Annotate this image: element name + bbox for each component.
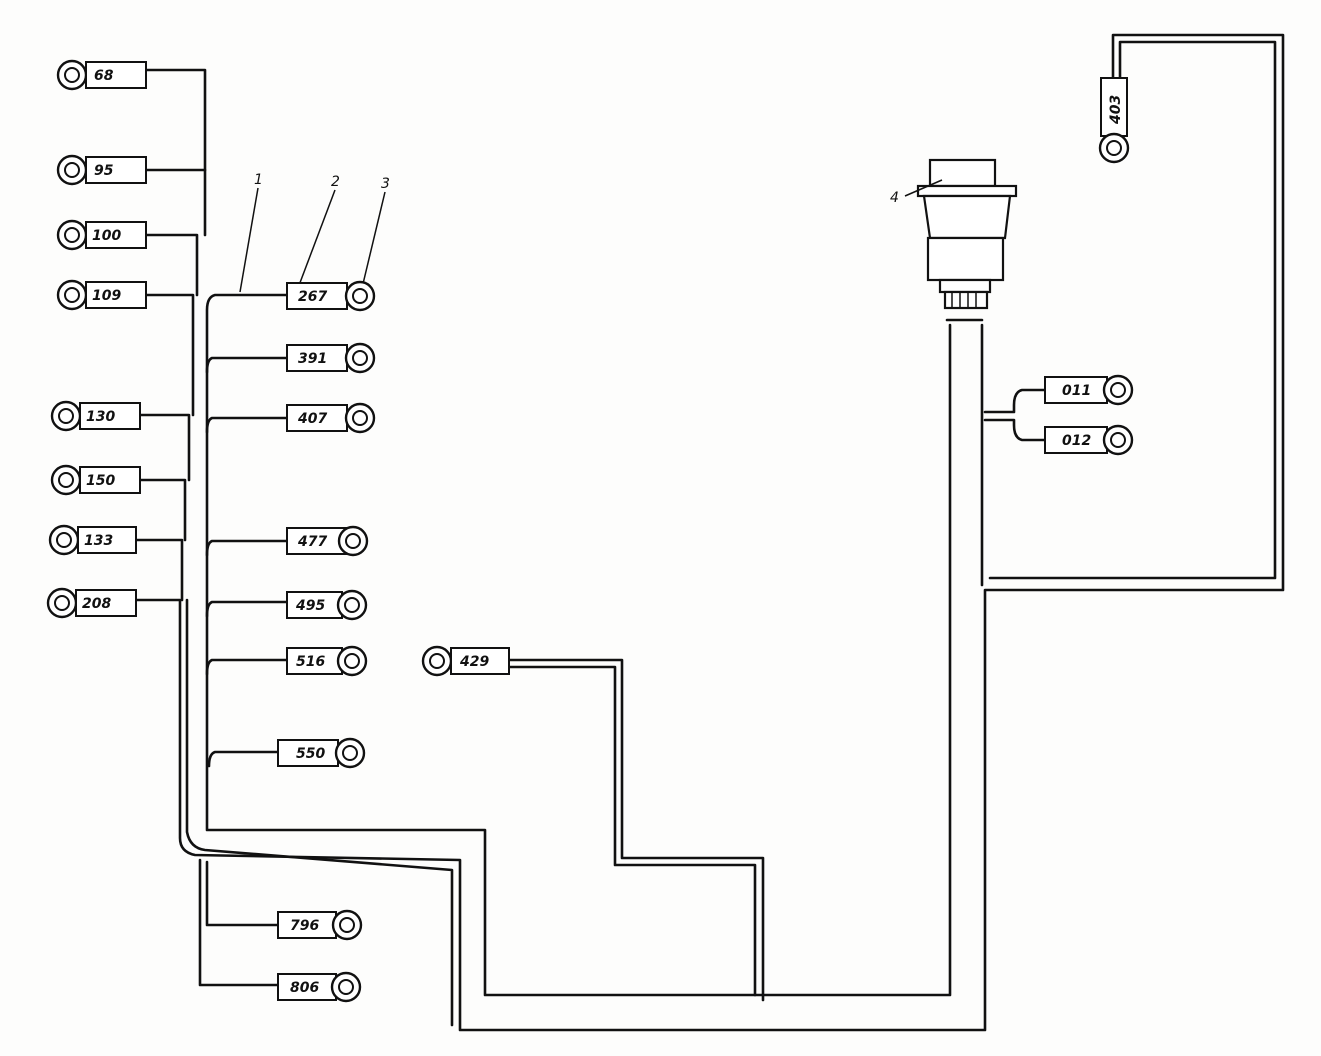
terminal-012: 012 bbox=[1044, 424, 1134, 456]
terminal-150: 150 bbox=[50, 464, 141, 496]
wire-130 bbox=[136, 413, 191, 482]
tag-label-516: 516 bbox=[296, 654, 325, 670]
tag-label-109: 109 bbox=[92, 288, 121, 304]
wire-407 bbox=[205, 416, 292, 434]
terminals: 68 95 100 109 130 150 bbox=[46, 59, 1134, 1003]
terminal-68: 68 bbox=[56, 59, 147, 91]
wire-95 bbox=[143, 168, 207, 237]
terminal-550: 550 bbox=[277, 737, 366, 769]
wire-133 bbox=[133, 538, 184, 602]
terminal-130: 130 bbox=[50, 400, 141, 432]
terminal-429: 429 bbox=[421, 645, 510, 677]
terminal-495: 495 bbox=[286, 589, 368, 621]
wire-806 bbox=[198, 858, 282, 987]
terminal-407: 407 bbox=[286, 402, 376, 434]
tag-label-429: 429 bbox=[459, 654, 489, 670]
tag-label-391: 391 bbox=[298, 351, 327, 367]
wire-429 bbox=[503, 658, 765, 1002]
terminal-100: 100 bbox=[56, 219, 147, 251]
tag-label-403: 403 bbox=[1108, 95, 1124, 125]
tag-label-100: 100 bbox=[92, 228, 121, 244]
wire-011 bbox=[983, 388, 1047, 414]
tag-label-133: 133 bbox=[84, 533, 113, 549]
tag-label-806: 806 bbox=[290, 980, 319, 996]
terminal-011: 011 bbox=[1044, 374, 1134, 406]
terminal-796: 796 bbox=[277, 909, 363, 941]
tag-label-68: 68 bbox=[94, 68, 114, 84]
terminal-109: 109 bbox=[56, 279, 147, 311]
callout-1: 1 bbox=[254, 172, 263, 188]
tag-label-130: 130 bbox=[86, 409, 115, 425]
terminal-403: 403 bbox=[1098, 77, 1130, 164]
wire-208 bbox=[133, 33, 1285, 1032]
tag-label-477: 477 bbox=[297, 534, 327, 550]
tag-label-796: 796 bbox=[290, 918, 319, 934]
wire-trunk-a-inner bbox=[185, 598, 454, 1027]
wire-429-inner bbox=[503, 665, 757, 997]
callout-4: 4 bbox=[890, 190, 899, 206]
terminal-806: 806 bbox=[277, 971, 362, 1003]
wire-391 bbox=[205, 356, 292, 374]
wire-267 bbox=[205, 293, 952, 997]
callout-3: 3 bbox=[381, 176, 390, 192]
wire-100 bbox=[143, 233, 199, 297]
tag-label-495: 495 bbox=[295, 598, 325, 614]
wire-477 bbox=[205, 539, 292, 557]
wire-495 bbox=[205, 600, 292, 618]
tag-label-150: 150 bbox=[86, 473, 115, 489]
tag-label-407: 407 bbox=[297, 411, 327, 427]
wire-550 bbox=[207, 750, 282, 768]
terminal-95: 95 bbox=[56, 154, 147, 186]
wire-516 bbox=[205, 658, 292, 676]
terminal-391: 391 bbox=[286, 342, 376, 374]
tag-label-012: 012 bbox=[1062, 433, 1091, 449]
tag-label-208: 208 bbox=[82, 596, 111, 612]
wire-403 bbox=[988, 40, 1277, 580]
terminal-208: 208 bbox=[46, 587, 137, 619]
harness-wires bbox=[133, 33, 1285, 1032]
terminal-267: 267 bbox=[286, 280, 376, 312]
terminal-516: 516 bbox=[286, 645, 368, 677]
wire-150 bbox=[136, 478, 187, 542]
callouts: 1 2 3 4 bbox=[239, 172, 943, 293]
tag-label-550: 550 bbox=[296, 746, 325, 762]
plug-connector bbox=[916, 158, 1018, 310]
wire-796 bbox=[205, 860, 282, 927]
tag-label-011: 011 bbox=[1062, 383, 1091, 399]
callout-2: 2 bbox=[331, 174, 340, 190]
wire-68 bbox=[143, 68, 207, 172]
terminal-133: 133 bbox=[48, 524, 137, 556]
wire-109 bbox=[143, 293, 195, 417]
terminal-477: 477 bbox=[286, 525, 369, 557]
wire-012 bbox=[983, 418, 1047, 442]
tag-label-267: 267 bbox=[298, 289, 327, 305]
tag-label-95: 95 bbox=[94, 163, 114, 179]
